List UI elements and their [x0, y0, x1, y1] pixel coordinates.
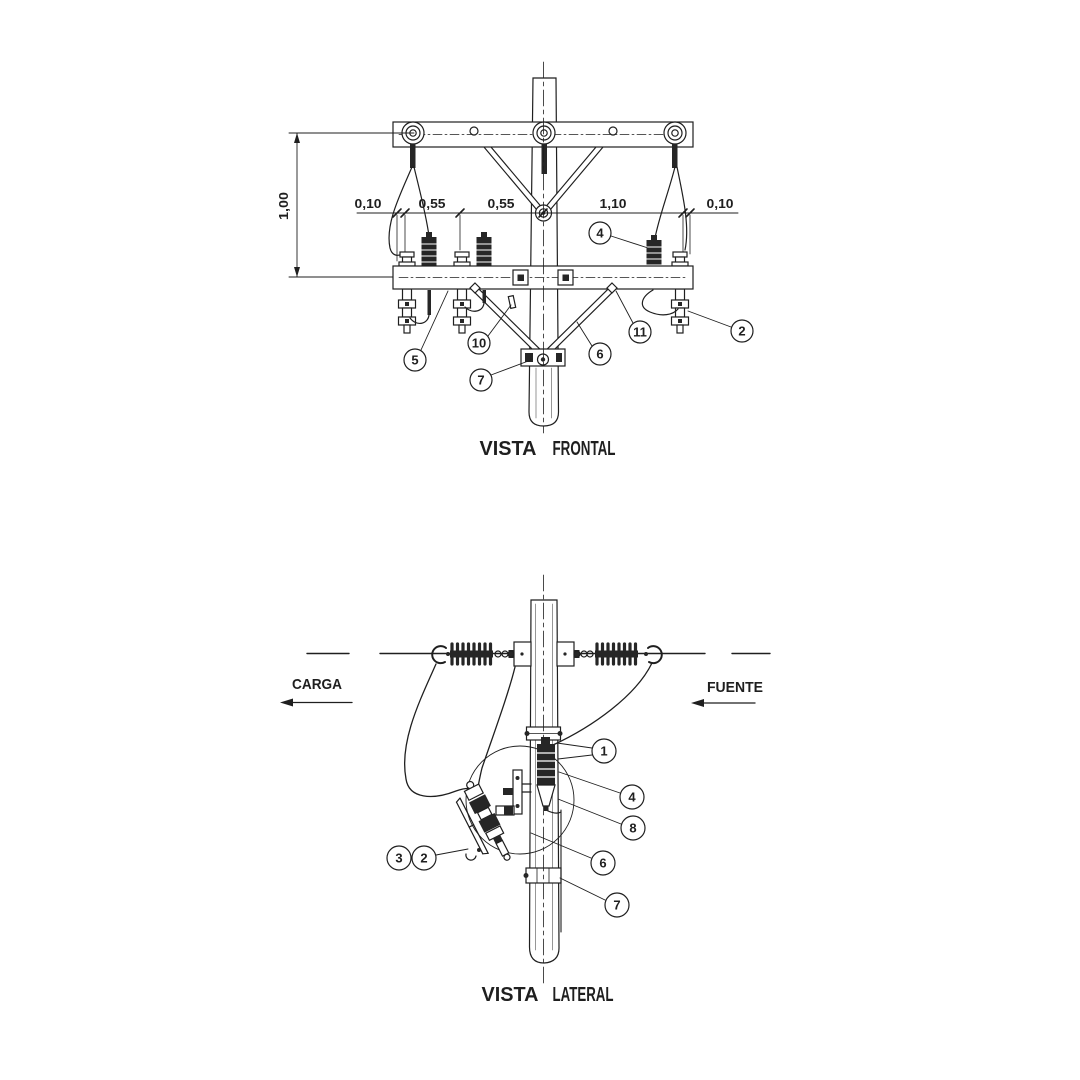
- dim-label-2: 0,55: [488, 196, 515, 211]
- arrester-front-right: [645, 235, 663, 271]
- deadend-clamp-right: [644, 645, 663, 665]
- svg-text:VISTA: VISTA: [480, 438, 537, 460]
- brace-bracket: [520, 348, 566, 367]
- front-callouts: 4 2 5 10 7: [403, 221, 754, 392]
- front-view: 1,00 0,10 0,55 0,55 1,10: [276, 61, 754, 460]
- svg-text:1: 1: [600, 744, 607, 759]
- cutout-pole-link: [495, 805, 515, 816]
- bottom-v-braces: [471, 285, 616, 360]
- callout-2-side: 2: [411, 845, 469, 871]
- callout-3: 3: [386, 845, 412, 871]
- dim-label-3: 1,10: [600, 196, 627, 211]
- crossarm-section-blocks: [508, 641, 580, 667]
- arrester-leads-front: [409, 289, 679, 324]
- callout-11: 11: [615, 290, 652, 344]
- svg-text:8: 8: [629, 821, 636, 836]
- brace-pin-diamond-left: [469, 282, 481, 294]
- fuente-label: FUENTE: [691, 679, 763, 707]
- brace-top-pin-left: [469, 126, 479, 136]
- svg-text:2: 2: [738, 324, 745, 339]
- svg-text:4: 4: [628, 790, 636, 805]
- dim-label-0: 0,10: [355, 196, 382, 211]
- callout-7-side: 7: [559, 877, 630, 918]
- callout-4-side: 4: [558, 771, 645, 810]
- brace-pin-diamond-right: [606, 282, 618, 294]
- svg-text:VISTA: VISTA: [482, 984, 539, 1006]
- fuente-arrow-icon: [691, 699, 704, 707]
- dim-arrow-up: [294, 133, 300, 143]
- callout-6: 6: [576, 321, 612, 366]
- callout-4: 4: [588, 221, 649, 249]
- callout-8: 8: [557, 798, 646, 841]
- cutout-side: [455, 780, 511, 861]
- svg-text:6: 6: [596, 347, 603, 362]
- svg-text:LATERAL: LATERAL: [553, 984, 614, 1006]
- svg-text:3: 3: [395, 851, 402, 866]
- horizontal-dimension: 0,10 0,55 0,55 1,10 0,10: [355, 196, 739, 262]
- pole-band-upper: [524, 726, 563, 741]
- callout-10: 10: [467, 304, 512, 355]
- callout-6-side: 6: [530, 832, 616, 876]
- extension-lines: [396, 214, 691, 262]
- svg-text:7: 7: [477, 373, 484, 388]
- arrester-bracket: [503, 769, 532, 815]
- strain-insulator-right: [573, 642, 638, 666]
- front-view-title: VISTA FRONTAL: [480, 438, 616, 460]
- brace-top-pin-right: [608, 126, 618, 136]
- dim-label-4: 0,10: [707, 196, 734, 211]
- detail-circle: [465, 745, 575, 855]
- arresters-front: [420, 232, 663, 271]
- cutout-front-middle: [452, 251, 472, 334]
- svg-text:10: 10: [472, 336, 486, 351]
- crossarm-bolt-plate-right: [557, 269, 574, 286]
- arrester-side: [536, 737, 556, 811]
- svg-text:FRONTAL: FRONTAL: [553, 438, 616, 460]
- side-view-title: VISTA LATERAL: [482, 984, 614, 1006]
- deadend-clamp-left: [431, 645, 450, 665]
- svg-text:11: 11: [633, 325, 647, 340]
- arrester-front-left: [420, 232, 438, 268]
- cutouts-front: [397, 251, 690, 334]
- cutout-front-right: [670, 251, 690, 334]
- svg-text:7: 7: [613, 898, 620, 913]
- dim-label-1: 0,55: [419, 196, 446, 211]
- crossarm-bolt-plate-left: [512, 269, 529, 286]
- eye-bolt-center: [532, 121, 556, 174]
- arrester-front-middle: [475, 232, 493, 268]
- svg-text:CARGA: CARGA: [292, 676, 342, 693]
- callout-2: 2: [687, 310, 754, 343]
- callout-5: 5: [403, 290, 449, 372]
- jumper-wires-side: [404, 662, 653, 797]
- svg-text:4: 4: [596, 226, 604, 241]
- side-callouts: 1 4 8 6 7: [386, 738, 646, 918]
- lower-crossarm: [392, 265, 694, 294]
- callout-1: 1: [556, 738, 617, 764]
- dimension-ticks: [392, 208, 695, 218]
- dim-arrow-down: [294, 267, 300, 277]
- callout-7: 7: [469, 359, 532, 392]
- pole-band-lower: [523, 867, 562, 884]
- dim-label-vertical: 1,00: [276, 192, 291, 220]
- strain-insulator-left: [450, 642, 515, 666]
- eye-bolt-right: [663, 121, 687, 168]
- svg-text:5: 5: [411, 353, 418, 368]
- cutout-bottom-hooks: [465, 848, 481, 861]
- svg-text:6: 6: [599, 856, 606, 871]
- pole-centerline-front: [535, 61, 552, 434]
- carga-label: CARGA: [280, 676, 353, 707]
- svg-text:FUENTE: FUENTE: [707, 679, 763, 696]
- svg-text:2: 2: [420, 851, 427, 866]
- carga-arrow-icon: [280, 698, 293, 707]
- pole-pin: [507, 294, 517, 310]
- side-view: CARGA FUENTE: [280, 574, 771, 1006]
- cutout-front-left: [397, 251, 417, 334]
- vertical-dimension: 1,00: [276, 132, 415, 278]
